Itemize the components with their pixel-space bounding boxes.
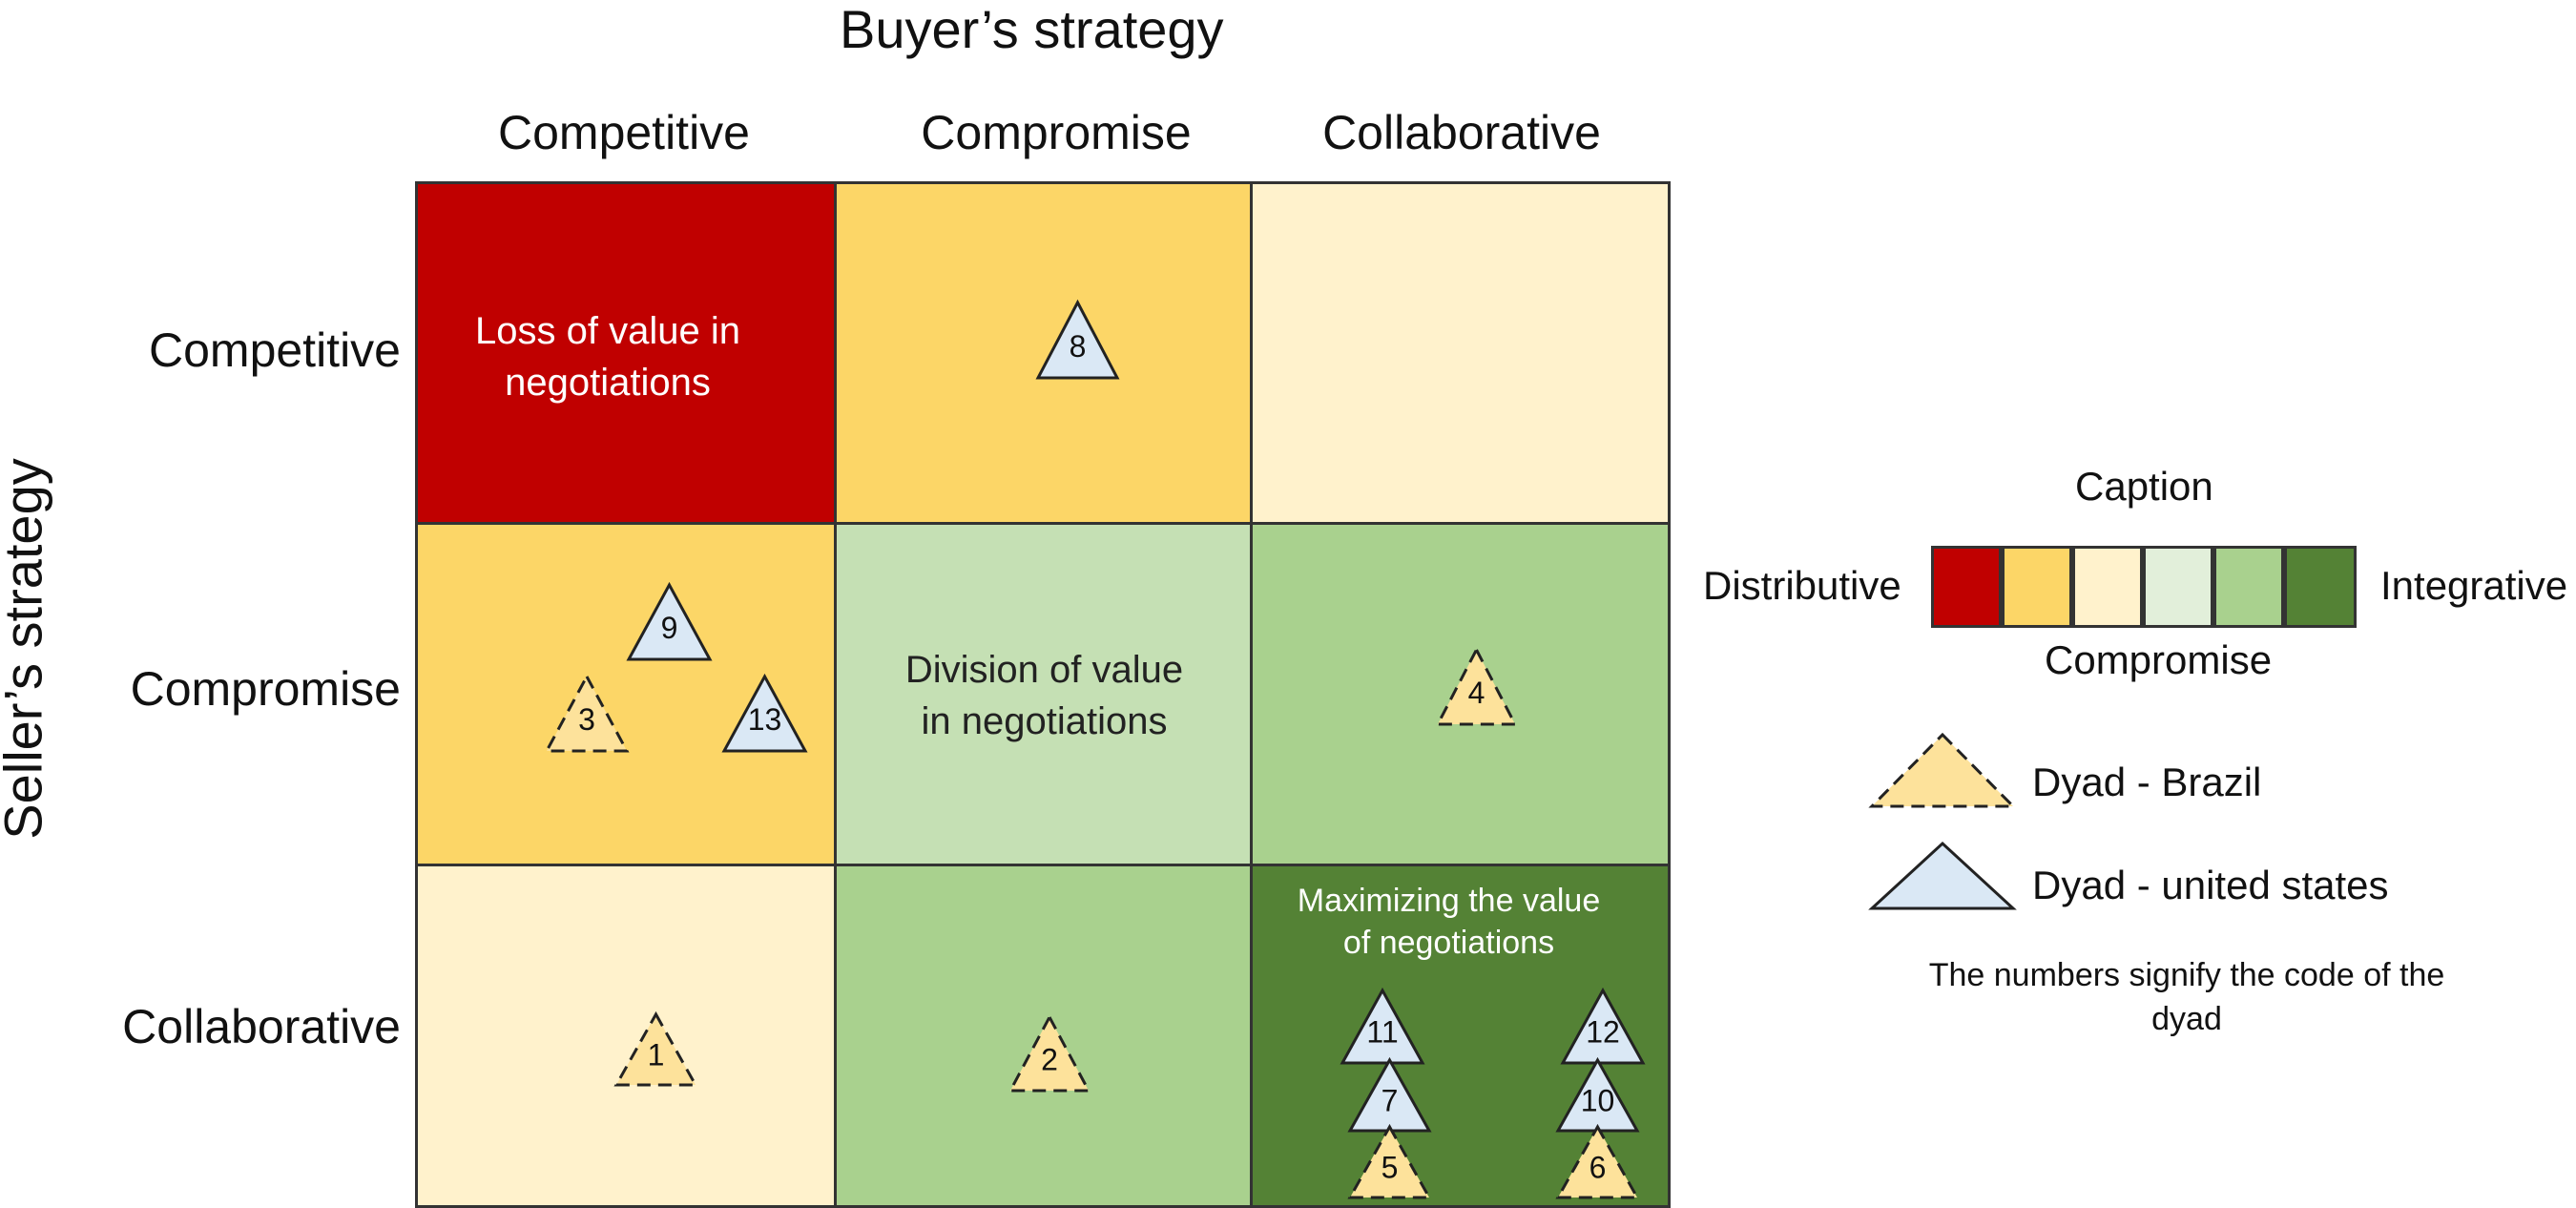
caption-title: Caption <box>2075 464 2213 509</box>
dyad-6-brazil-shape <box>1555 1123 1640 1199</box>
dyad-3-brazil-label: 3 <box>578 702 595 737</box>
dyad-1-brazil-label: 1 <box>648 1037 665 1072</box>
dyad-5-brazil-shape <box>1347 1123 1432 1199</box>
swatch-cream <box>2072 546 2143 628</box>
legend-brazil-label: Dyad - Brazil <box>2032 760 2262 804</box>
dyad-2-brazil-label: 2 <box>1041 1042 1058 1076</box>
dyad-4-brazil-shape <box>1435 646 1518 726</box>
dyad-4-brazil-label: 4 <box>1468 676 1485 710</box>
swatch-distributive <box>1931 546 2002 628</box>
legend-us-triangle-icon <box>1868 841 2017 910</box>
legend-us-label: Dyad - united states <box>2032 863 2389 907</box>
column-label-compromise: Compromise <box>921 106 1192 159</box>
dyad-8-us-shape <box>1035 299 1120 380</box>
dyad-13-us-shape <box>721 673 808 753</box>
dyad-2-brazil-shape <box>1008 1013 1091 1093</box>
dyad-5-brazil: 5 <box>1347 1123 1432 1199</box>
dyad-2-brazil: 2 <box>1008 1013 1091 1093</box>
dyad-13-us: 13 <box>721 673 808 753</box>
dyad-12-us-label: 12 <box>1586 1015 1620 1050</box>
dyad-8-us-label: 8 <box>1070 329 1087 364</box>
dyad-3-brazil-shape <box>544 673 630 753</box>
cell-compromise-collaborative <box>1250 522 1671 866</box>
dyad-9-us-label: 9 <box>661 611 678 645</box>
dyad-11-us-label: 11 <box>1366 1015 1398 1050</box>
swatch-pale-green <box>2143 546 2213 628</box>
dyad-1-brazil: 1 <box>613 1010 698 1087</box>
swatch-yellow <box>2002 546 2072 628</box>
row-label-collaborative: Collaborative <box>122 1000 401 1053</box>
row-label-competitive: Competitive <box>149 323 401 377</box>
dyad-10-us-label: 10 <box>1581 1083 1615 1117</box>
caption-color-scale <box>1931 546 2357 628</box>
dyad-11-us: 11 <box>1340 987 1425 1065</box>
dyad-8-us: 8 <box>1035 299 1120 380</box>
dyad-9-us-shape <box>626 581 713 661</box>
dyad-3-brazil: 3 <box>544 673 630 753</box>
legend-brazil-triangle-icon-shape <box>1868 732 2017 808</box>
dyad-6-brazil: 6 <box>1555 1123 1640 1199</box>
legend-us-triangle-icon-shape <box>1868 841 2017 910</box>
dyad-13-us-label: 13 <box>748 702 782 737</box>
dyad-7-us: 7 <box>1347 1056 1432 1133</box>
caption-compromise-label: Compromise <box>2045 637 2273 682</box>
column-label-competitive: Competitive <box>498 106 750 159</box>
dyad-10-us: 10 <box>1555 1056 1640 1133</box>
dyad-12-us: 12 <box>1560 987 1646 1065</box>
caption-distributive-label: Distributive <box>1703 563 1901 608</box>
legend-brazil-triangle-icon <box>1868 732 2017 808</box>
dyad-1-brazil-shape <box>613 1010 698 1087</box>
dyad-5-brazil-label: 5 <box>1381 1150 1399 1184</box>
dyad-9-us: 9 <box>626 581 713 661</box>
caption-integrative-label: Integrative <box>2380 563 2568 608</box>
cell-compromise-compromise <box>834 522 1253 866</box>
column-label-collaborative: Collaborative <box>1322 106 1601 159</box>
buyer-strategy-title: Buyer’s strategy <box>840 0 1224 59</box>
swatch-light-green <box>2213 546 2284 628</box>
dyad-11-us-shape <box>1340 987 1425 1065</box>
dyad-6-brazil-label: 6 <box>1589 1150 1607 1184</box>
dyad-7-us-label: 7 <box>1381 1083 1399 1117</box>
row-label-compromise: Compromise <box>130 662 401 716</box>
dyad-4-brazil: 4 <box>1435 646 1518 726</box>
dyad-12-us-shape <box>1560 987 1646 1065</box>
swatch-dark-green <box>2284 546 2357 628</box>
